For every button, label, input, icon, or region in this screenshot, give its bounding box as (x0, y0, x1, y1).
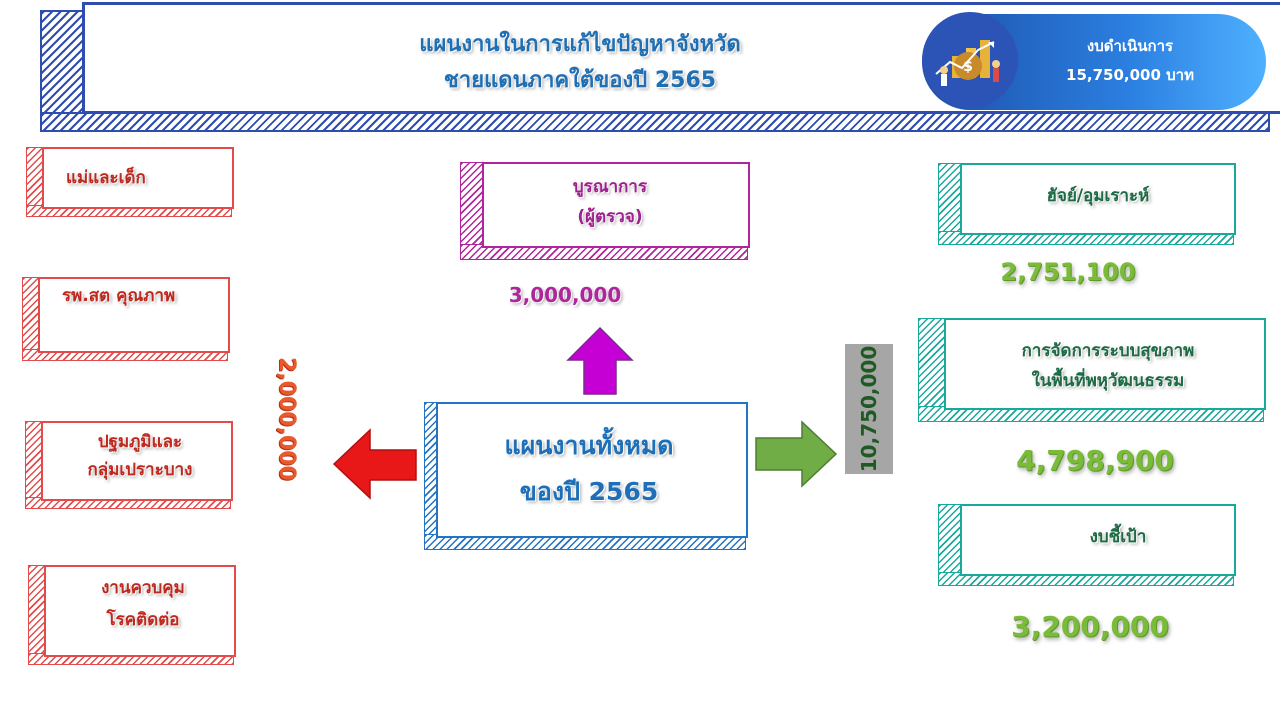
right-box-label: ฮัจย์/อุมเราะห์ (1046, 186, 1150, 206)
left-box-label-line1: ปฐมภูมิและ (97, 432, 183, 452)
header-hatch-bottom (40, 112, 1270, 132)
center-box-label-line1: แผนงานทั้งหมด (504, 431, 674, 460)
top-box-integration: บูรณาการ (ผู้ตรวจ) (460, 162, 752, 262)
arrow-left-red-icon (332, 428, 417, 500)
right-box-label-line2: ในพื้นที่พหุวัฒนธรรม (1031, 371, 1185, 391)
page-title-line2: ชายแดนภาคใต้ของปี 2565 (443, 68, 717, 93)
top-box-label-line2: (ผู้ตรวจ) (577, 207, 643, 227)
left-box-label-line2: โรคติดต่อ (106, 610, 180, 630)
money-bag-growth-icon: $ (922, 12, 1018, 108)
right-box-amount-target: 3,200,000 (1011, 610, 1169, 643)
budget-value: 15,750,000 บาท (1066, 66, 1194, 84)
center-box-label-line2: ของปี 2565 (519, 477, 659, 506)
left-box-label: แม่และเด็ก (66, 168, 146, 188)
svg-text:$: $ (963, 59, 973, 75)
top-amount: 3,000,000 (508, 283, 622, 307)
right-box-amount-hajj: 2,751,100 (1000, 258, 1136, 286)
center-box-all-plans: แผนงานทั้งหมด ของปี 2565 (424, 402, 750, 552)
left-box-label: รพ.สต คุณภาพ (62, 286, 176, 306)
right-box-label: งบชี้เป้า (1089, 527, 1147, 547)
left-box-disease-control: งานควบคุม โรคติดต่อ (28, 565, 238, 667)
right-box-hajj: ฮัจย์/อุมเราะห์ (938, 163, 1238, 247)
left-box-label-line2: กลุ่มเปราะบาง (87, 460, 193, 480)
header-hatch-side (40, 10, 84, 130)
top-box-label-line1: บูรณาการ (572, 177, 648, 197)
right-box-target-budget: งบชี้เป้า (938, 504, 1238, 588)
right-amount-panel (845, 344, 893, 474)
right-box-label-line1: การจัดการระบบสุขภาพ (1021, 341, 1195, 361)
arrow-up-purple-icon (566, 326, 634, 395)
left-amount: 2,000,000 (274, 357, 299, 481)
budget-label: งบดำเนินการ (1086, 37, 1174, 55)
right-box-amount-multicultural: 4,798,900 (1016, 444, 1174, 477)
page-title-line1: แผนงานในการแก้ไขปัญหาจังหวัด (419, 32, 741, 57)
right-box-multicultural-health: การจัดการระบบสุขภาพ ในพื้นที่พหุวัฒนธรรม (918, 318, 1268, 424)
left-box-label-line1: งานควบคุม (101, 578, 185, 598)
right-amount: 10,750,000 (857, 345, 881, 473)
left-box-primary-vulnerable: ปฐมภูมิและ กลุ่มเปราะบาง (25, 421, 235, 511)
arrow-right-green-icon (755, 420, 838, 488)
left-box-quality-hospital: รพ.สต คุณภาพ (22, 277, 232, 363)
left-box-mother-child: แม่และเด็ก (26, 147, 236, 219)
